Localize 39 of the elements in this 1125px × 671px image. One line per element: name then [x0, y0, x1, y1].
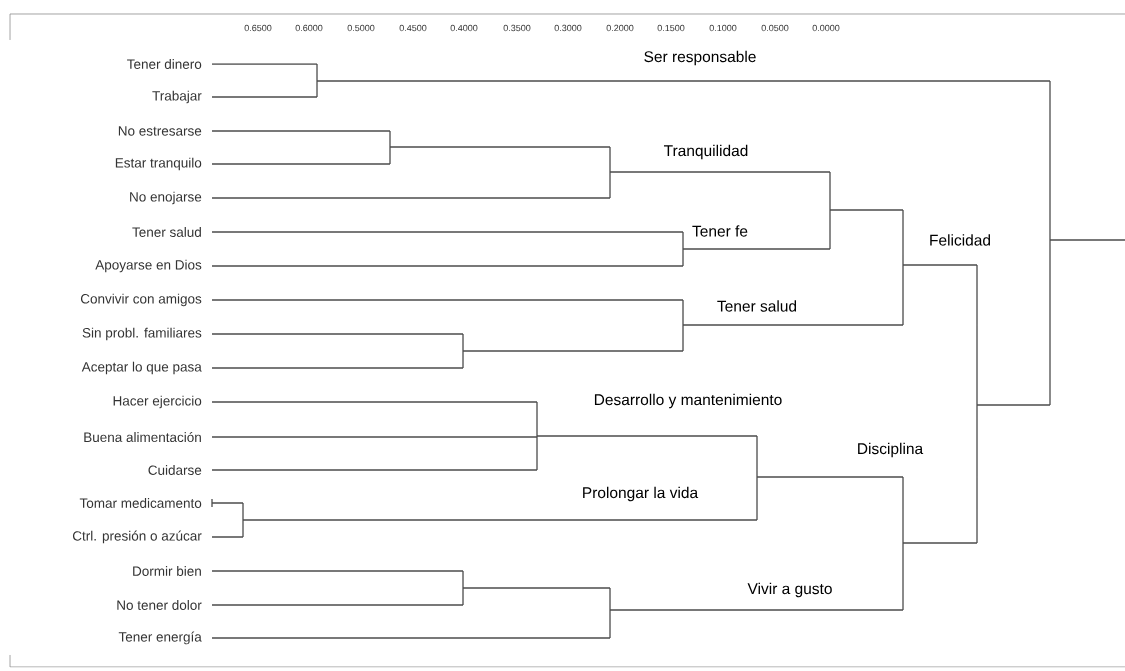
leaf-label: Estar tranquilo	[115, 157, 202, 171]
leaf-label: No enojarse	[130, 191, 202, 205]
leaf-label: Convivir con amigos	[80, 293, 202, 307]
leaf-label: Ctrl. presión o azúcar	[72, 530, 202, 544]
leaf-label: Cuidarse	[148, 465, 202, 475]
leaf-label: Tener salud	[132, 227, 201, 237]
cluster-label: Prolongar la vida	[583, 486, 699, 502]
axis-tick-label: 0.6500	[244, 24, 272, 32]
cluster-label: Disciplina	[858, 442, 924, 458]
leaf-label: Tener dinero	[127, 59, 202, 69]
axis-tick-label: 0.6000	[295, 24, 323, 32]
axis-tick-label: 0.1000	[709, 24, 737, 32]
leaf-label: No estresarse	[118, 126, 202, 136]
cluster-label: Tranquilidad	[664, 144, 748, 160]
axis-tick-label: 0.3500	[503, 24, 531, 32]
cluster-label: Ser responsable	[644, 50, 756, 66]
leaf-label: Hacer ejercicio	[113, 395, 202, 409]
leaf-label: Aceptar lo que pasa	[81, 361, 202, 375]
leaf-label: No tener dolor	[117, 600, 202, 610]
cluster-label: Tener salud	[717, 300, 797, 312]
axis-tick-label: 0.5000	[347, 24, 375, 32]
axis-tick-label: 0.2000	[606, 24, 634, 32]
axis-tick-label: 0.1500	[657, 24, 685, 32]
axis-tick-label: 0.0000	[812, 24, 840, 32]
cluster-label: Felicidad	[930, 234, 990, 246]
cluster-label: Vivir a gusto	[747, 582, 832, 598]
leaf-label: Buena alimentación	[84, 431, 201, 442]
cluster-label: Desarrollo y mantenimiento	[594, 393, 782, 409]
leaf-label: Tener energía	[118, 631, 202, 645]
leaf-label: Trabajar	[152, 90, 202, 104]
leaf-label: Apoyarse en Dios	[95, 259, 202, 273]
axis-tick-label: 0.0500	[761, 24, 789, 32]
axis-tick-label: 0.4000	[450, 24, 478, 32]
leaf-label: Sin probl. familiares	[82, 327, 202, 341]
axis-tick-label: 0.3000	[554, 24, 582, 32]
leaf-label: Tomar medicamento	[79, 498, 202, 508]
leaf-label: Dormir bien	[133, 566, 201, 576]
cluster-label: Tener fe	[692, 225, 748, 237]
axis-tick-label: 0.4500	[399, 24, 427, 32]
